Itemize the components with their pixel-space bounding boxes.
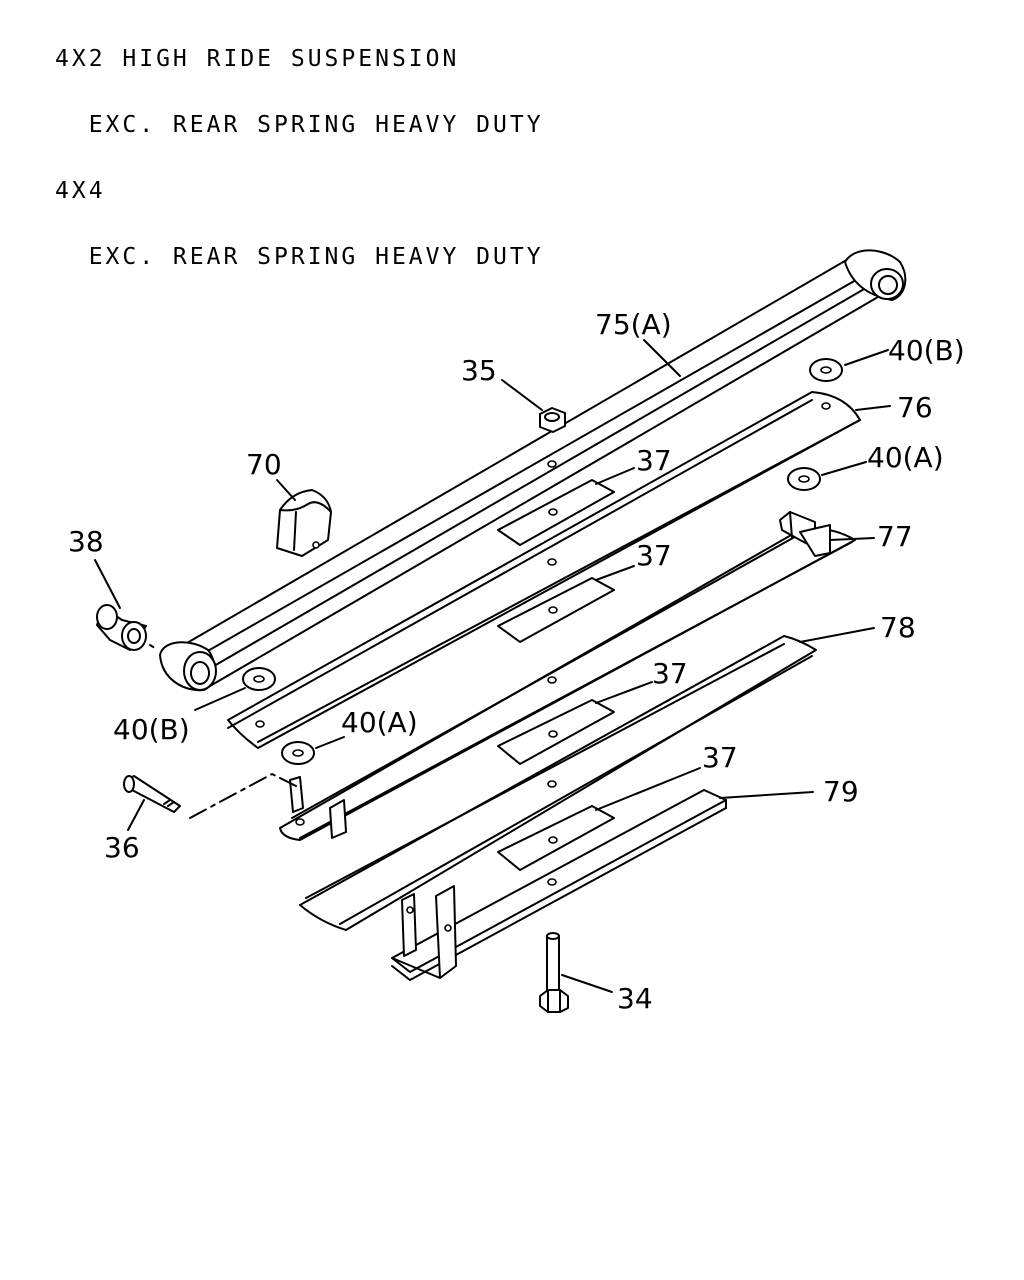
pad-37-4 <box>497 805 615 871</box>
callout-37-3: 37 <box>652 657 688 690</box>
header-line-4: EXC. REAR SPRING HEAVY DUTY <box>55 244 544 270</box>
callout-76: 76 <box>897 391 933 424</box>
callout-40b-bottom: 40(B) <box>113 713 190 746</box>
callout-70: 70 <box>246 448 282 481</box>
callout-75a: 75(A) <box>595 308 672 341</box>
callout-labels: 75(A) 35 40(B) 76 40(A) 70 37 77 38 37 7… <box>68 308 965 1015</box>
callout-40a-bottom: 40(A) <box>341 706 418 739</box>
washer-40b-top <box>809 358 843 382</box>
bolt-36 <box>123 775 181 813</box>
callout-40a-top: 40(A) <box>867 441 944 474</box>
header-line-3: 4X4 <box>55 178 106 204</box>
bump-stopper-70 <box>276 489 332 557</box>
callout-37-4: 37 <box>702 741 738 774</box>
header-text: 4X2 HIGH RIDE SUSPENSION EXC. REAR SPRIN… <box>55 4 544 290</box>
third-leaf-77 <box>279 511 856 841</box>
leader-lines <box>94 339 891 993</box>
callout-37-2: 37 <box>636 539 672 572</box>
callout-34: 34 <box>617 982 653 1015</box>
pad-37-1 <box>497 479 615 546</box>
washer-40a-bottom <box>281 741 315 765</box>
callout-78: 78 <box>880 611 916 644</box>
header-line-1: 4X2 HIGH RIDE SUSPENSION <box>55 46 460 72</box>
callout-35: 35 <box>461 354 497 387</box>
callout-36: 36 <box>104 831 140 864</box>
fourth-leaf-78 <box>299 635 817 931</box>
callout-40b-top: 40(B) <box>888 334 965 367</box>
bolt-34 <box>539 932 569 1013</box>
bushing-38 <box>96 604 147 651</box>
callout-38: 38 <box>68 525 104 558</box>
callout-77: 77 <box>877 520 913 553</box>
washer-40b-bottom <box>242 667 276 691</box>
bottom-plate-79 <box>391 789 727 981</box>
callout-79: 79 <box>823 775 859 808</box>
main-leaf-75a <box>159 249 907 692</box>
second-leaf-76 <box>227 391 861 749</box>
pad-37-3 <box>497 699 615 765</box>
nut-35 <box>539 407 566 433</box>
washer-40a-top <box>787 467 821 491</box>
callout-37-1: 37 <box>636 444 672 477</box>
header-line-2: EXC. REAR SPRING HEAVY DUTY <box>55 112 544 138</box>
pad-37-2 <box>497 577 615 643</box>
